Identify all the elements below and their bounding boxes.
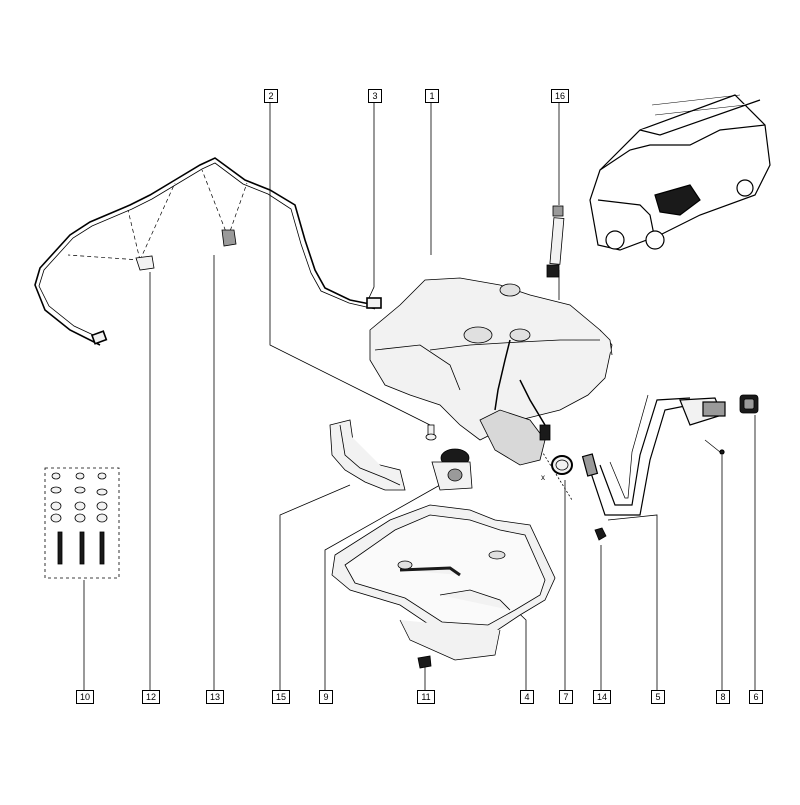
pump-unit <box>431 448 473 491</box>
bolt-2 <box>425 424 437 441</box>
fuel-pipe-assembly <box>34 157 382 346</box>
filler-cap <box>739 394 759 414</box>
callout-3: 3 <box>368 89 382 103</box>
heat-shield <box>329 419 406 491</box>
callout-1: 1 <box>425 89 439 103</box>
axis-marker-x: x <box>541 473 545 482</box>
fuel-tank <box>369 277 613 466</box>
callout-7: 7 <box>559 690 573 704</box>
clamp-7 <box>551 455 573 475</box>
callout-9: 9 <box>319 690 333 704</box>
breather-hose <box>546 205 565 278</box>
underbody-tray <box>331 504 556 661</box>
leader-lines <box>83 100 756 690</box>
callout-10: 10 <box>76 690 94 704</box>
callout-13: 13 <box>206 690 224 704</box>
hardware-set <box>44 467 120 579</box>
callout-6: 6 <box>749 690 763 704</box>
callout-16: 16 <box>551 89 569 103</box>
callout-11: 11 <box>417 690 435 704</box>
nut-14 <box>594 527 607 541</box>
fastener-11 <box>417 655 432 669</box>
callout-4: 4 <box>520 690 534 704</box>
callout-12: 12 <box>142 690 160 704</box>
callout-14: 14 <box>593 690 611 704</box>
callout-8: 8 <box>716 690 730 704</box>
van-illustration <box>589 94 771 251</box>
callout-15: 15 <box>272 690 290 704</box>
callout-5: 5 <box>651 690 665 704</box>
filler-pipe <box>581 394 726 516</box>
callout-2: 2 <box>264 89 278 103</box>
